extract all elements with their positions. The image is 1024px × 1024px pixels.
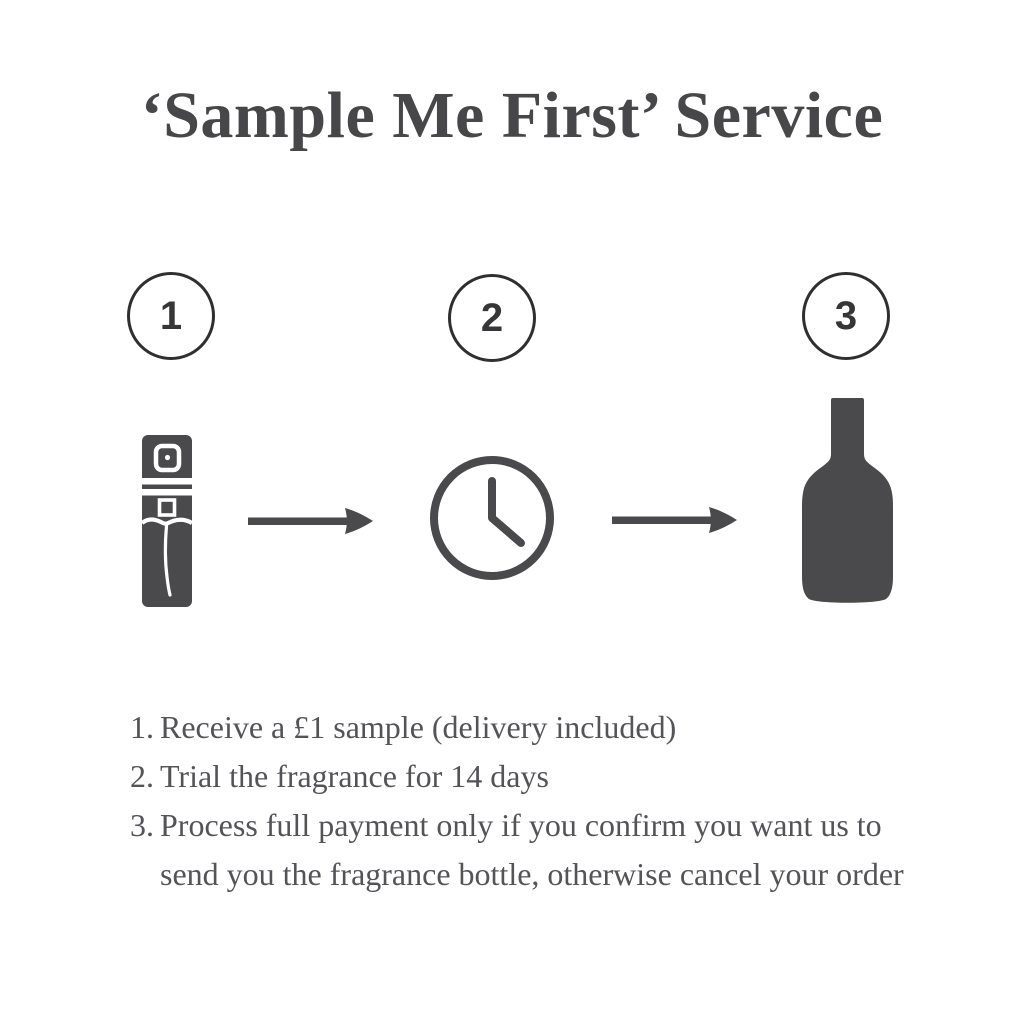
list-item-text: Trial the fragrance for 14 days	[160, 758, 549, 794]
list-item-text: Process full payment only if you confirm…	[160, 807, 904, 892]
sample-spray-vial-icon	[142, 435, 192, 607]
instructions-list: 1. Receive a £1 sample (delivery include…	[130, 703, 1010, 899]
list-item: 1. Receive a £1 sample (delivery include…	[130, 703, 1010, 752]
list-item-number: 1.	[130, 709, 154, 745]
list-item: 2. Trial the fragrance for 14 days	[130, 752, 1010, 801]
step-3-badge: 3	[802, 272, 890, 360]
arrow-right-icon	[248, 508, 373, 534]
clock-icon	[430, 456, 554, 580]
step-1-number: 1	[159, 294, 183, 338]
list-item-number: 3.	[130, 807, 154, 843]
fragrance-bottle-icon	[802, 398, 893, 603]
step-1-badge: 1	[127, 272, 215, 360]
list-item-text: Receive a £1 sample (delivery included)	[160, 709, 677, 745]
step-2-badge: 2	[448, 274, 536, 362]
step-3-number: 3	[834, 294, 858, 338]
list-item-number: 2.	[130, 758, 154, 794]
arrow-right-icon	[612, 507, 737, 533]
step-2-number: 2	[480, 296, 504, 340]
page-title: ‘Sample Me First’ Service	[140, 79, 884, 152]
list-item: 3. Process full payment only if you conf…	[130, 801, 1010, 899]
